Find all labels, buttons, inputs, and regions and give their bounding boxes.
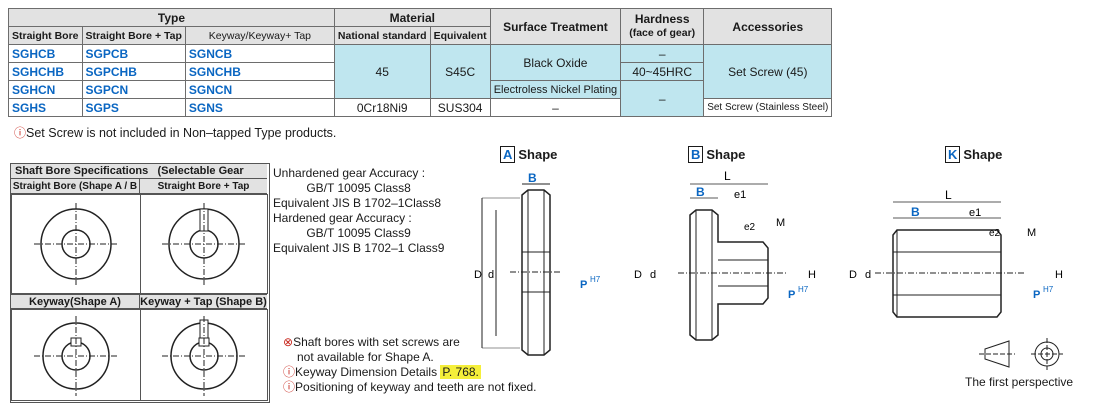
svg-text:L: L <box>724 170 731 183</box>
warning-icon: ⓘ <box>14 126 27 140</box>
bore-keyway-label: Keyway(Shape A) <box>11 294 140 309</box>
svg-text:P: P <box>788 289 795 301</box>
bore-keyway-tap-cell <box>140 309 268 401</box>
straight-bore-header: Straight Bore <box>8 26 83 45</box>
material-national-ss: 0Cr18Ni9 <box>333 98 431 117</box>
code-cell[interactable]: SGNCB <box>184 44 335 63</box>
straight-bore-tap-icon <box>162 203 246 285</box>
accessory-set-screw: Set Screw (45) <box>703 44 833 99</box>
svg-text:M: M <box>776 217 785 229</box>
keyway-tap-bore-icon <box>162 316 246 396</box>
electroless-cell: Electroless Nickel Plating <box>489 80 622 99</box>
svg-text:M: M <box>1027 227 1036 239</box>
bore-keyway-cell <box>11 309 141 401</box>
bottom-notes: ⊗Shaft bores with set screws are not ava… <box>283 335 537 394</box>
svg-text:P: P <box>1033 289 1040 301</box>
svg-text:e1: e1 <box>734 189 746 201</box>
hardness-dash: – <box>620 44 705 63</box>
surface-header: Surface Treatment <box>489 8 622 45</box>
svg-text:H: H <box>1055 269 1063 281</box>
shaft-bore-specifications: Shaft Bore Specifications (Selectable Ge… <box>10 163 270 403</box>
hardness-dash-2: – <box>620 80 705 117</box>
material-equivalent: S45C <box>429 44 491 99</box>
material-national: 45 <box>333 44 431 99</box>
code-cell[interactable]: SGPCHB <box>81 62 186 81</box>
svg-text:B: B <box>911 205 920 219</box>
svg-text:e1: e1 <box>969 207 981 219</box>
svg-text:D: D <box>474 269 482 281</box>
accuracy-line: Equivalent JIS B 1702–1Class8 <box>273 196 442 210</box>
code-cell[interactable]: SGNS <box>184 98 335 117</box>
svg-text:H7: H7 <box>1043 285 1054 294</box>
type-header: Type <box>8 8 335 27</box>
equivalent-header: Equivalent <box>429 26 491 45</box>
svg-text:d: d <box>865 269 871 281</box>
accuracy-line: Equivalent JIS B 1702–1 Class9 <box>273 241 445 255</box>
code-cell[interactable]: SGHCN <box>8 80 83 99</box>
accuracy-line: GB/T 10095 Class8 <box>273 181 411 195</box>
bore-straight-tap-label: Straight Bore + Tap (Shape B / K) <box>140 179 267 207</box>
black-oxide-cell: Black Oxide <box>489 44 622 81</box>
svg-text:e2: e2 <box>744 222 756 233</box>
code-cell[interactable]: SGHS <box>8 98 83 117</box>
accessories-header: Accessories <box>703 8 833 45</box>
straight-bore-tap-header: Straight Bore + Tap <box>81 26 186 45</box>
accuracy-block: Unhardened gear Accuracy : GB/T 10095 Cl… <box>273 166 444 256</box>
accuracy-line: Hardened gear Accuracy : <box>273 211 412 225</box>
svg-text:D: D <box>849 269 857 281</box>
accuracy-line: Unhardened gear Accuracy : <box>273 166 426 180</box>
bore-straight-cell <box>11 194 141 294</box>
hardness-header: Hardness(face of gear) <box>620 8 705 45</box>
shape-k-drawing: L B e1 e2 M D d H P H7 <box>849 190 1063 318</box>
bore-straight-tap-cell <box>140 194 268 294</box>
national-standard-header: National standard <box>333 26 431 45</box>
svg-text:B: B <box>696 185 705 199</box>
code-cell[interactable]: SGHCHB <box>8 62 83 81</box>
code-cell[interactable]: SGPS <box>81 98 186 117</box>
svg-text:d: d <box>488 269 494 281</box>
keyway-bore-icon <box>34 316 118 396</box>
svg-text:H: H <box>808 269 816 281</box>
svg-text:B: B <box>528 171 537 185</box>
hardness-value: 40~45HRC <box>620 62 705 81</box>
bore-straight-label: Straight Bore (Shape A / B / K) <box>11 179 140 207</box>
keyway-header: Keyway/Keyway+ Tap <box>184 26 335 45</box>
bore-keyway-tap-label: Keyway + Tap (Shape B) <box>140 294 267 309</box>
material-equivalent-ss: SUS304 <box>429 98 491 117</box>
svg-text:L: L <box>945 190 952 202</box>
code-cell[interactable]: SGNCN <box>184 80 335 99</box>
shape-b-drawing: L B e1 e2 M D d H P H7 <box>634 170 816 341</box>
surface-dash: – <box>489 98 622 117</box>
svg-text:e2: e2 <box>989 228 1001 239</box>
accessory-set-screw-ss: Set Screw (Stainless Steel) <box>703 98 833 117</box>
note-line: not available for Shape A. <box>297 350 434 364</box>
material-header: Material <box>333 8 491 27</box>
svg-text:P: P <box>580 279 587 291</box>
code-cell[interactable]: SGPCB <box>81 44 186 63</box>
prohibited-icon: ⊗ <box>283 335 294 349</box>
code-cell[interactable]: SGHCB <box>8 44 83 63</box>
shape-a-drawing: B D d P H7 <box>474 171 601 356</box>
first-perspective-label: The first perspective <box>965 375 1074 389</box>
first-angle-projection-icon <box>979 338 1063 370</box>
set-screw-note: ⓘSet Screw is not included in Non–tapped… <box>14 126 337 140</box>
spec-table: Type Material Surface Treatment Hardness… <box>8 8 833 117</box>
code-cell[interactable]: SGPCN <box>81 80 186 99</box>
svg-text:d: d <box>650 269 656 281</box>
svg-text:H7: H7 <box>590 275 601 284</box>
svg-text:H7: H7 <box>798 285 809 294</box>
accuracy-line: GB/T 10095 Class9 <box>273 226 411 240</box>
keyway-page-link[interactable]: P. 768. <box>440 365 481 379</box>
svg-text:D: D <box>634 269 642 281</box>
warning-icon: ⓘ <box>283 380 296 394</box>
straight-bore-icon <box>34 203 118 285</box>
warning-icon: ⓘ <box>283 365 296 379</box>
bore-title: Shaft Bore Specifications (Selectable Ge… <box>11 164 267 192</box>
code-cell[interactable]: SGNCHB <box>184 62 335 81</box>
